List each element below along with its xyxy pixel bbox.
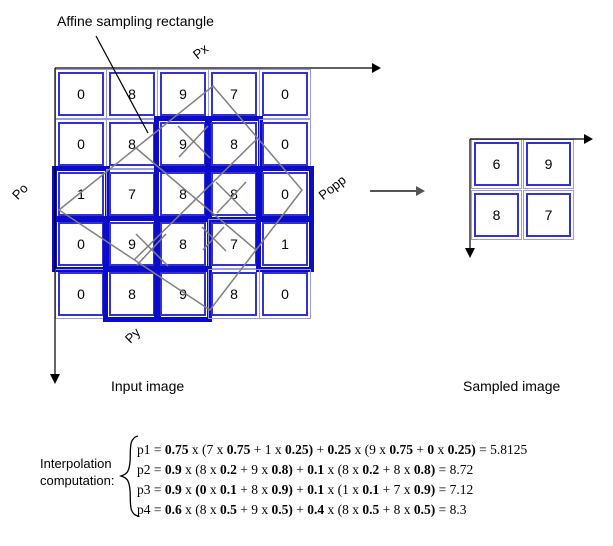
sampled-y-arrowhead: [465, 248, 475, 258]
grid-cell: 0: [259, 119, 311, 169]
grid-cell: 0: [52, 216, 110, 272]
formula-line: p2 = 0.9 x (8 x 0.2 + 9 x 0.8) + 0.1 x (…: [137, 462, 474, 477]
interpolation-formulas: p1 = 0.75 x (7 x 0.75 + 1 x 0.25) + 0.25…: [137, 440, 527, 520]
grid-cell: 9: [154, 116, 212, 172]
po-axis-arrowhead: [50, 374, 60, 384]
grid-cell: 7: [106, 169, 158, 219]
grid-cell: 9: [523, 139, 574, 189]
grid-cell: 7: [523, 190, 574, 240]
grid-cell: 8: [471, 190, 522, 240]
grid-cell: 0: [256, 166, 314, 222]
formula-brace: [118, 435, 139, 517]
axis-label-py: Py: [121, 324, 144, 347]
grid-cell: 8: [103, 266, 161, 322]
sampled-x-arrowhead: [584, 134, 593, 144]
diagram-title: Affine sampling rectangle: [57, 13, 214, 29]
interpolation-label: Interpolation computation:: [40, 455, 114, 489]
grid-cell: 1: [52, 166, 110, 222]
grid-cell: 8: [154, 166, 212, 222]
grid-cell: 9: [103, 216, 161, 272]
axis-label-px: Px: [189, 40, 212, 63]
grid-cell: 0: [55, 69, 107, 119]
formula-line: p4 = 0.6 x (8 x 0.5 + 9 x 0.5) + 0.4 x (…: [137, 502, 467, 517]
grid-cell: 8: [106, 69, 158, 119]
sampled-image-caption: Sampled image: [463, 378, 561, 394]
grid-cell: 8: [205, 166, 263, 222]
transform-arrowhead: [416, 186, 425, 196]
grid-cell: 8: [205, 116, 263, 172]
grid-cell: 7: [208, 69, 260, 119]
px-axis-arrowhead: [372, 63, 381, 73]
grid-cell: 0: [259, 69, 311, 119]
formula-line: p3 = 0.9 x (0 x 0.1 + 8 x 0.9) + 0.1 x (…: [137, 482, 474, 497]
interpolation-label-line2: computation:: [40, 473, 115, 488]
input-image-caption: Input image: [111, 378, 185, 394]
grid-cell: 8: [154, 216, 212, 272]
grid-cell: 9: [157, 69, 209, 119]
axis-label-popp: Popp: [315, 172, 349, 203]
grid-cell: 8: [106, 119, 158, 169]
grid-cell: 9: [154, 266, 212, 322]
grid-cell: 8: [208, 269, 260, 319]
grid-cell: 7: [208, 219, 260, 269]
grid-cell: 0: [55, 119, 107, 169]
grid-cell: 0: [55, 269, 107, 319]
axis-label-po: Po: [9, 180, 31, 203]
grid-cell: 1: [256, 216, 314, 272]
formula-line: p1 = 0.75 x (7 x 0.75 + 1 x 0.25) + 0.25…: [137, 442, 528, 457]
grid-cell: 0: [259, 269, 311, 319]
interpolation-label-line1: Interpolation: [40, 456, 112, 471]
grid-cell: 6: [471, 139, 522, 189]
